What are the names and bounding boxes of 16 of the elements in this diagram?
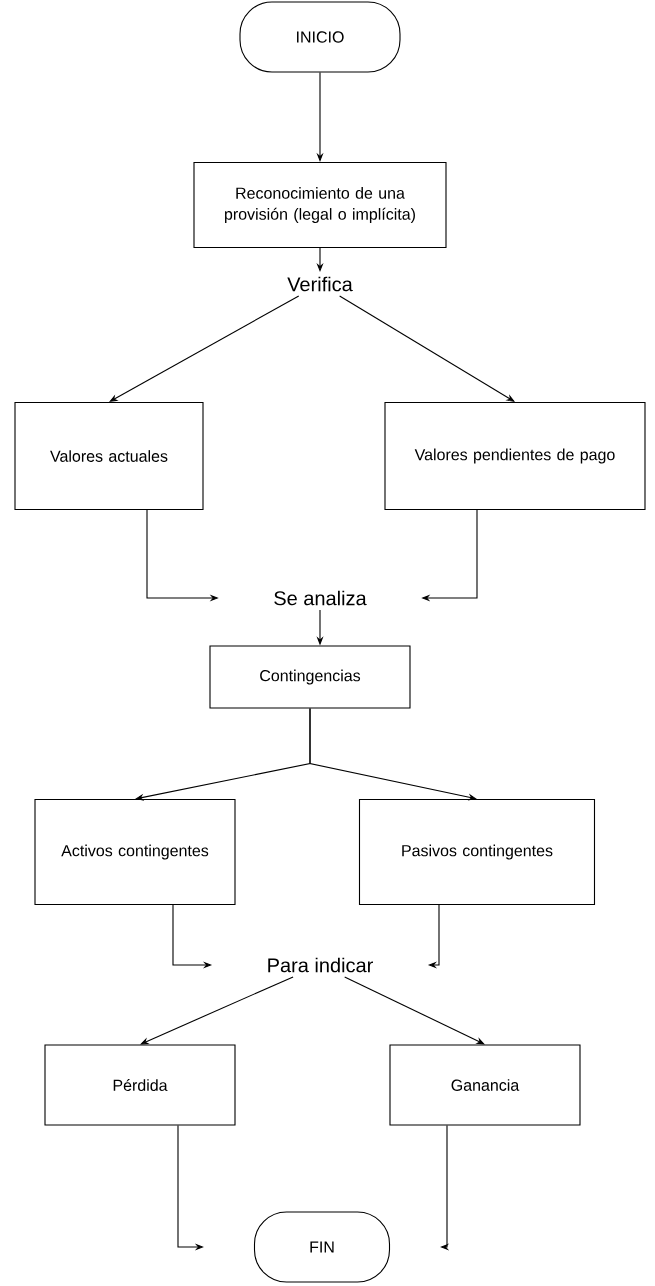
arrow [140, 976, 294, 1045]
step-text: Verifica [287, 276, 353, 292]
arrow [344, 976, 485, 1045]
step-text: Para indicar [268, 957, 373, 973]
arrow [109, 295, 300, 402]
arrow [339, 295, 515, 402]
process-box: Pérdida [44, 1044, 236, 1126]
step-text: Se analiza [274, 590, 367, 606]
process-box: Activos contingentes [34, 798, 236, 906]
process-box: Contingencias [209, 645, 411, 709]
process-box: Valores pendientes de pago [384, 401, 646, 511]
arrow [309, 708, 477, 801]
process-box: Reconocimiento de una provisión (legal o implícita) [193, 161, 447, 249]
process-box: Pasivos contingentes [358, 798, 596, 906]
process-box: Ganancia [389, 1044, 581, 1126]
process-box: Valores actuales [14, 401, 204, 511]
